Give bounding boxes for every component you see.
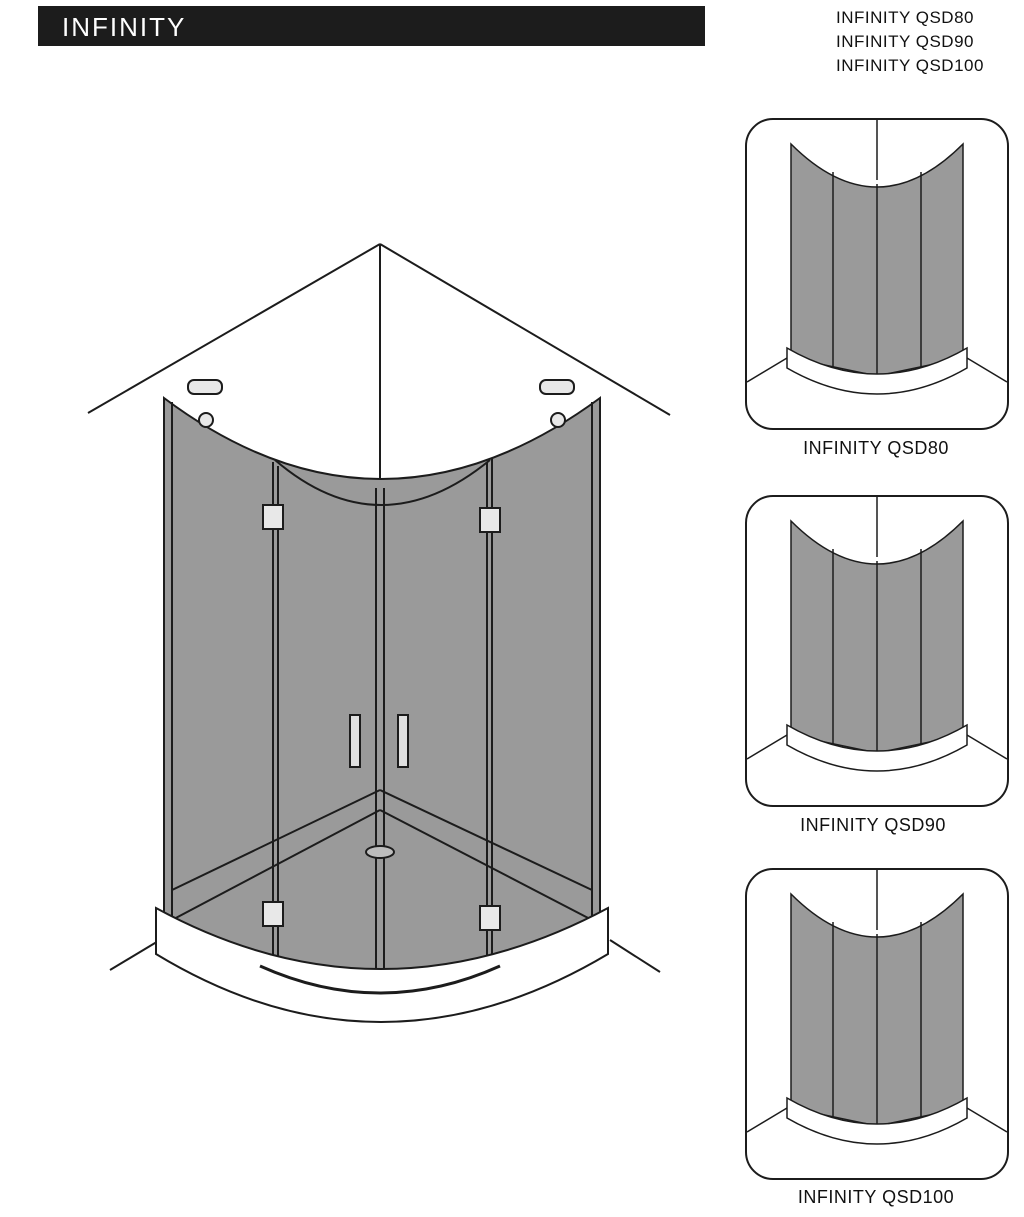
floor-line-left (109, 939, 161, 971)
header-bar: INFINITY (38, 6, 705, 46)
tray-threshold (259, 964, 501, 995)
wall-line-left (87, 243, 381, 414)
model-list-item: INFINITY QSD80 (836, 8, 974, 27)
thumbnail-qsd90 (745, 495, 1009, 807)
thumbnail-caption: INFINITY QSD80 (803, 438, 949, 458)
thumbnail-qsd100 (745, 868, 1009, 1180)
model-list: INFINITY QSD80 INFINITY QSD90 INFINITY Q… (836, 6, 1022, 78)
thumbnail-caption: INFINITY QSD100 (797, 1187, 955, 1207)
shower-enclosure-illustration (87, 243, 671, 1023)
glass-panel (163, 396, 601, 992)
page-title: INFINITY (62, 12, 187, 42)
left-door-handle (349, 714, 361, 768)
thumbnail-illustration (747, 120, 1007, 395)
right-door-handle (397, 714, 409, 768)
thumbnail-illustration (747, 497, 1007, 772)
thumbnail-illustration (747, 870, 1007, 1145)
shower-tray (155, 906, 609, 1023)
top-curve (274, 459, 491, 506)
model-list-item: INFINITY QSD90 (836, 32, 974, 51)
model-list-item: INFINITY QSD100 (836, 56, 984, 75)
thumbnail-caption: INFINITY QSD90 (800, 815, 946, 835)
wall-line-right (379, 243, 671, 416)
drain (365, 845, 395, 859)
floor-line-right (609, 939, 661, 973)
thumbnail-qsd80 (745, 118, 1009, 430)
